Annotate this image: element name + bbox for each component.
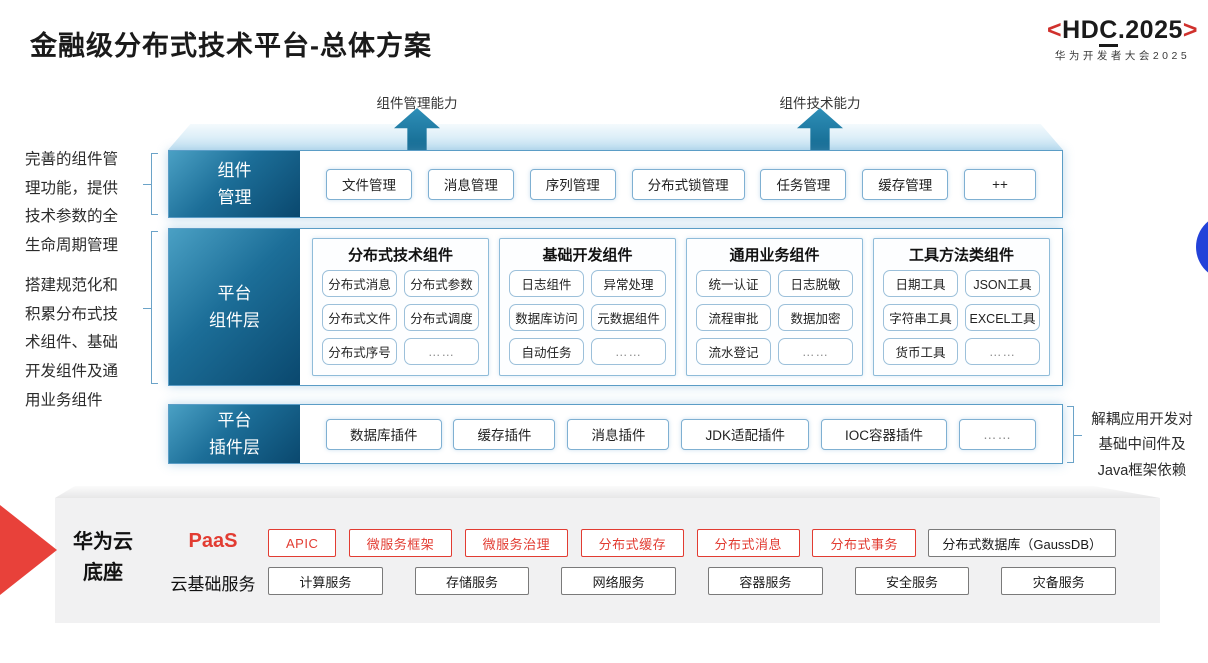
paas-service-box: 微服务治理	[464, 529, 569, 557]
component-chip: 货币工具	[883, 338, 958, 365]
left-brace-row1	[143, 153, 158, 215]
logo-left-bracket: <	[1047, 16, 1063, 44]
cloud-services-label: 云基础服务	[170, 575, 256, 594]
paas-services-row: APIC 微服务框架 微服务治理 分布式缓存 分布式消息 分布式事务 分布式数据…	[268, 529, 1116, 557]
row-label-platform-components: 平台 组件层	[169, 229, 300, 385]
edge-decoration-circle	[1196, 214, 1208, 280]
left-brace-row2	[143, 231, 158, 384]
base-top-face	[55, 486, 1160, 498]
paas-gaussdb-box: 分布式数据库（GaussDB）	[928, 529, 1116, 557]
component-chip: 日期工具	[883, 270, 958, 297]
component-chip-ellipsis: ……	[965, 338, 1040, 365]
row-label-component-management: 组件 管理	[169, 151, 300, 217]
plugin-box: IOC容器插件	[820, 418, 947, 450]
plugin-box: 数据库插件	[326, 418, 442, 450]
component-chip: EXCEL工具	[965, 304, 1040, 331]
component-chip: 统一认证	[696, 270, 771, 297]
plugin-box: JDK适配插件	[681, 418, 809, 450]
component-chip: 数据加密	[778, 304, 853, 331]
group-common-business: 通用业务组件 统一认证 日志脱敏 流程审批 数据加密 流水登记 ……	[686, 238, 863, 376]
capability-label-technology: 组件技术能力	[779, 96, 861, 111]
row-platform-component-layer: 平台 组件层 分布式技术组件 分布式消息 分布式参数 分布式文件 分布式调度 分…	[168, 228, 1063, 386]
component-chip: 数据库访问	[509, 304, 584, 331]
paas-service-box: 微服务框架	[348, 529, 453, 557]
component-chip: 分布式消息	[322, 270, 397, 297]
group-utility-methods: 工具方法类组件 日期工具 JSON工具 字符串工具 EXCEL工具 货币工具 ……	[873, 238, 1050, 376]
component-chip: 分布式序号	[322, 338, 397, 365]
component-chip: 日志脱敏	[778, 270, 853, 297]
note-decouple-dependency: 解耦应用开发对基础中间件及Java框架依赖	[1091, 412, 1193, 479]
component-box: 序列管理	[529, 168, 616, 200]
paas-service-box: APIC	[268, 529, 337, 557]
component-chip: 分布式文件	[322, 304, 397, 331]
cloud-service-box: 灾备服务	[1001, 567, 1117, 595]
component-box: 消息管理	[427, 168, 514, 200]
platform-component-groups: 分布式技术组件 分布式消息 分布式参数 分布式文件 分布式调度 分布式序号 ………	[300, 229, 1062, 385]
group-basic-dev: 基础开发组件 日志组件 异常处理 数据库访问 元数据组件 自动任务 ……	[499, 238, 676, 376]
note-component-management: 完善的组件管理功能，提供技术参数的全生命周期管理	[25, 151, 119, 255]
component-chip-ellipsis: ……	[404, 338, 479, 365]
red-arrow-icon	[0, 505, 57, 595]
component-management-items: 文件管理 消息管理 序列管理 分布式锁管理 任务管理 缓存管理 ++	[300, 151, 1062, 217]
component-chip-ellipsis: ……	[591, 338, 666, 365]
component-chip: JSON工具	[965, 270, 1040, 297]
right-brace-row3	[1067, 406, 1082, 463]
component-chip: 分布式参数	[404, 270, 479, 297]
component-box-more: ++	[964, 168, 1036, 200]
group-title: 基础开发组件	[542, 247, 633, 264]
cloud-service-box: 计算服务	[268, 567, 383, 595]
group-title: 通用业务组件	[729, 247, 820, 264]
logo-year: .2025	[1117, 16, 1183, 44]
cloud-service-box: 容器服务	[708, 567, 823, 595]
paas-service-box: 分布式缓存	[580, 529, 685, 557]
component-box: 任务管理	[760, 168, 847, 200]
component-box: 分布式锁管理	[631, 168, 745, 200]
group-distributed-tech: 分布式技术组件 分布式消息 分布式参数 分布式文件 分布式调度 分布式序号 ……	[312, 238, 489, 376]
cloud-basic-services-row: 计算服务 存储服务 网络服务 容器服务 安全服务 灾备服务	[268, 567, 1117, 595]
row-component-management: 组件 管理 文件管理 消息管理 序列管理 分布式锁管理 任务管理 缓存管理 ++	[168, 150, 1063, 218]
component-chip: 流水登记	[696, 338, 771, 365]
plugin-box-ellipsis: ……	[958, 418, 1036, 450]
paas-service-box: 分布式消息	[696, 529, 801, 557]
component-chip: 元数据组件	[591, 304, 666, 331]
group-title: 工具方法类组件	[908, 247, 1014, 264]
component-chip: 字符串工具	[883, 304, 958, 331]
group-grid: 统一认证 日志脱敏 流程审批 数据加密 流水登记 ……	[687, 270, 862, 375]
capability-label-management: 组件管理能力	[376, 96, 458, 111]
component-box: 文件管理	[326, 168, 412, 200]
huawei-cloud-base-label: 华为云 底座	[73, 531, 133, 584]
group-title: 分布式技术组件	[347, 247, 453, 264]
group-grid: 日志组件 异常处理 数据库访问 元数据组件 自动任务 ……	[500, 270, 675, 375]
component-chip-ellipsis: ……	[778, 338, 853, 365]
logo-right-bracket: >	[1182, 16, 1198, 44]
component-chip: 流程审批	[696, 304, 771, 331]
component-box: 缓存管理	[862, 168, 949, 200]
logo-hd: HD	[1062, 16, 1100, 44]
platform-plugin-items: 数据库插件 缓存插件 消息插件 JDK适配插件 IOC容器插件 ……	[300, 405, 1062, 463]
cloud-service-box: 网络服务	[561, 567, 677, 595]
component-chip: 分布式调度	[404, 304, 479, 331]
logo-c-underlined: C	[1099, 16, 1118, 47]
row-platform-plugin-layer: 平台 插件层 数据库插件 缓存插件 消息插件 JDK适配插件 IOC容器插件 ……	[168, 404, 1063, 464]
component-chip: 自动任务	[509, 338, 584, 365]
hdc-logo-text: <HDC.2025>	[1047, 16, 1198, 47]
group-grid: 日期工具 JSON工具 字符串工具 EXCEL工具 货币工具 ……	[874, 270, 1049, 375]
page-title: 金融级分布式技术平台-总体方案	[30, 31, 432, 61]
plugin-box: 消息插件	[567, 418, 670, 450]
group-grid: 分布式消息 分布式参数 分布式文件 分布式调度 分布式序号 ……	[313, 270, 488, 375]
cloud-service-box: 存储服务	[414, 567, 530, 595]
huawei-cloud-base-panel	[55, 498, 1160, 623]
hdc-logo: <HDC.2025> 华为开发者大会2025	[1047, 16, 1198, 63]
row-label-platform-plugins: 平台 插件层	[169, 405, 300, 463]
cloud-service-box: 安全服务	[854, 567, 970, 595]
component-chip: 异常处理	[591, 270, 666, 297]
component-chip: 日志组件	[509, 270, 584, 297]
paas-service-box: 分布式事务	[812, 529, 916, 557]
paas-label: PaaS	[188, 530, 238, 552]
platform-top-face	[168, 124, 1063, 150]
plugin-box: 缓存插件	[453, 418, 556, 450]
note-platform-components: 搭建规范化和积累分布式技术组件、基础开发组件及通用业务组件	[25, 277, 119, 409]
hdc-logo-subtitle: 华为开发者大会2025	[1054, 50, 1191, 62]
